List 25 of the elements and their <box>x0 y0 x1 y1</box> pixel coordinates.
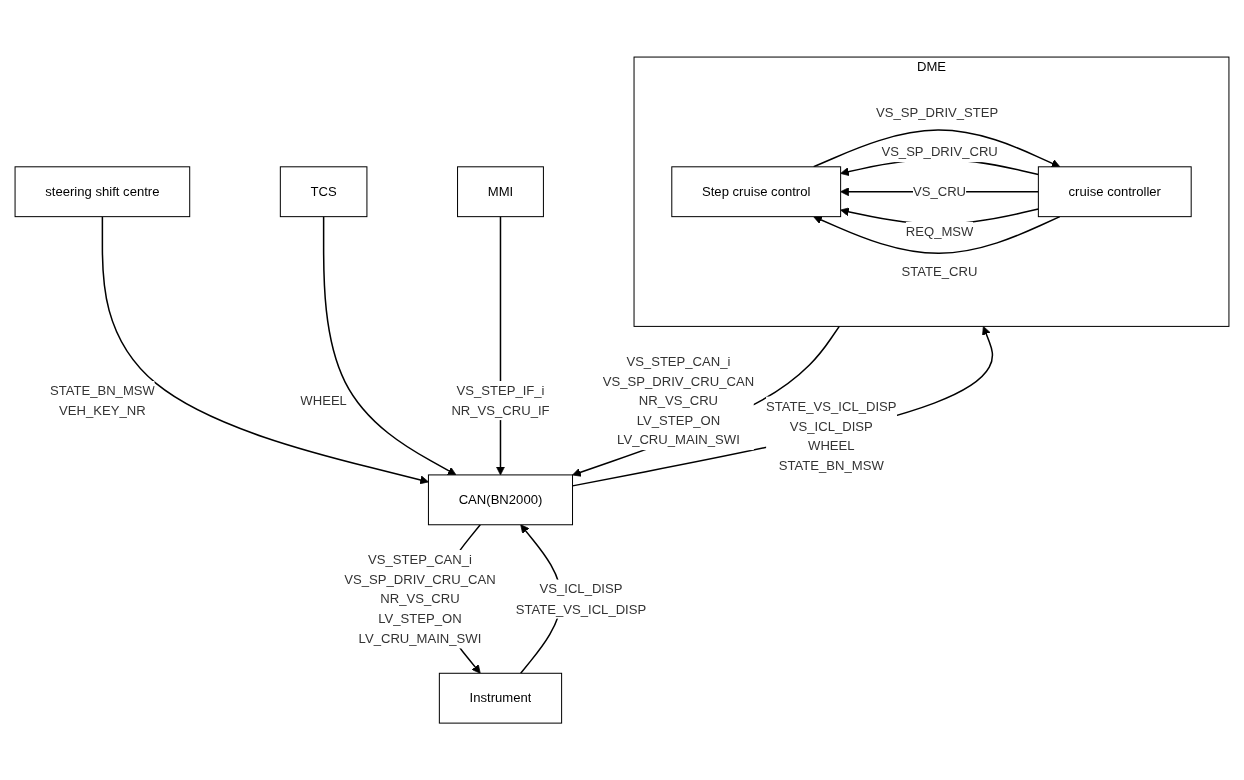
edge-label: VS_STEP_IF_i NR_VS_CRU_IF <box>451 382 550 418</box>
arrow <box>101 215 429 485</box>
arrow <box>572 325 841 477</box>
edge-label: VS_CRU <box>912 183 967 199</box>
node-box: MMI <box>457 166 544 218</box>
arrow <box>812 129 1061 168</box>
edge-label: STATE_BN_MSW VEH_KEY_NR <box>49 382 155 418</box>
arrow <box>571 325 994 487</box>
edge-label: VS_STEP_CAN_i VS_SP_DRIV_CRU_CAN NR_VS_CRU LV_STEP_ON LV_CRU_MAIN_SWI <box>344 551 496 646</box>
edge-label: WHEEL <box>300 392 347 408</box>
node-box: TCS <box>279 166 368 218</box>
edge-label: VS_ICL_DISP STATE_VS_ICL_DISP <box>515 581 647 617</box>
edge-label: STATE_VS_ICL_DISP VS_ICL_DISP WHEEL STATE_BN_MSW <box>766 398 897 473</box>
node-box: cruise controller <box>1037 166 1192 218</box>
edge-label: REQ_MSW <box>905 223 974 239</box>
node-box: Instrument <box>438 672 563 724</box>
edge-label: VS_SP_DRIV_CRU <box>881 144 998 160</box>
edge-label: VS_SP_DRIV_STEP <box>876 105 999 121</box>
arrow <box>813 215 1061 254</box>
node-box: CAN(BN2000) <box>427 474 574 526</box>
node-box: Step cruise control <box>671 166 842 218</box>
node-box: steering shift centre <box>14 166 191 218</box>
arrow <box>322 215 457 476</box>
edge-label: STATE_CRU <box>901 263 978 279</box>
edge-label: VS_STEP_CAN_i VS_SP_DRIV_CRU_CAN NR_VS_CRU LV_STEP_ON LV_CRU_MAIN_SWI <box>602 353 755 448</box>
